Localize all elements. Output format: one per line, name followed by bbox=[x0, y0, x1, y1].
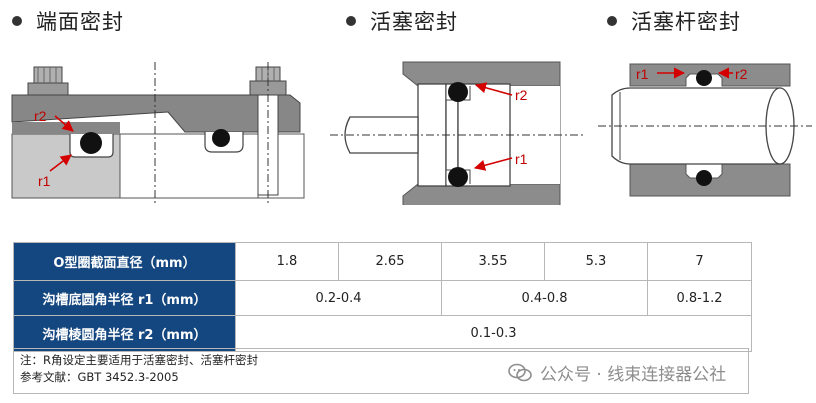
table-row-r2: 沟槽棱圆角半径 r2（mm） 0.1-0.3 bbox=[13, 315, 752, 352]
note-line: 参考文献：GBT 3452.3-2005 bbox=[20, 370, 179, 384]
face-seal-diagram: r2 r1 bbox=[11, 62, 305, 205]
row-header-r2: 沟槽棱圆角半径 r2（mm） bbox=[13, 315, 236, 352]
table-cell: 2.65 bbox=[338, 242, 442, 281]
wechat-icon bbox=[508, 363, 532, 381]
label-r2: r2 bbox=[735, 66, 748, 82]
heading-rod-seal: 活塞杆密封 bbox=[607, 6, 741, 36]
note-line: 注：R角设定主要适用于活塞密封、活塞杆密封 bbox=[20, 353, 258, 367]
label-r1: r1 bbox=[636, 66, 649, 82]
label-r2: r2 bbox=[515, 87, 528, 103]
bullet-icon bbox=[12, 16, 22, 26]
table-notes: 注：R角设定主要适用于活塞密封、活塞杆密封 参考文献：GBT 3452.3-20… bbox=[13, 348, 749, 394]
bullet-icon bbox=[607, 16, 617, 26]
label-r1: r1 bbox=[38, 173, 51, 189]
heading-face-seal: 端面密封 bbox=[12, 6, 124, 36]
piston-seal-diagram: r2 r1 bbox=[330, 61, 585, 205]
table-cell: 0.4-0.8 bbox=[441, 280, 648, 316]
row-header-r1: 沟槽底圆角半径 r1（mm） bbox=[13, 280, 236, 316]
watermark: 公众号 · 线束连接器公社 bbox=[508, 360, 726, 385]
table-row-r1: 沟槽底圆角半径 r1（mm） 0.2-0.4 0.4-0.8 0.8-1.2 bbox=[13, 280, 752, 316]
table-row-cross-section: O型圈截面直径（mm） 1.8 2.65 3.55 5.3 7 bbox=[13, 242, 752, 281]
bullet-icon bbox=[346, 16, 356, 26]
heading-face-seal-text: 端面密封 bbox=[36, 10, 124, 34]
row-header-cross-section: O型圈截面直径（mm） bbox=[13, 242, 236, 281]
label-r2: r2 bbox=[34, 108, 47, 124]
watermark-text: 公众号 · 线束连接器公社 bbox=[540, 365, 727, 385]
groove-radius-table: O型圈截面直径（mm） 1.8 2.65 3.55 5.3 7 沟槽底圆角半径 … bbox=[13, 242, 752, 352]
heading-rod-seal-text: 活塞杆密封 bbox=[631, 10, 741, 34]
table-cell: 5.3 bbox=[544, 242, 648, 281]
table-cell: 0.1-0.3 bbox=[235, 315, 752, 352]
seal-diagrams: r2 r1 r2 r1 bbox=[11, 61, 812, 205]
table-cell: 1.8 bbox=[235, 242, 339, 281]
label-r1: r1 bbox=[515, 151, 528, 167]
table-cell: 0.8-1.2 bbox=[647, 280, 752, 316]
table-cell: 7 bbox=[647, 242, 752, 281]
table-cell: 3.55 bbox=[441, 242, 545, 281]
heading-piston-seal: 活塞密封 bbox=[346, 6, 458, 36]
heading-piston-seal-text: 活塞密封 bbox=[370, 10, 458, 34]
table-cell: 0.2-0.4 bbox=[235, 280, 442, 316]
rod-seal-diagram: r1 r2 bbox=[598, 63, 812, 197]
